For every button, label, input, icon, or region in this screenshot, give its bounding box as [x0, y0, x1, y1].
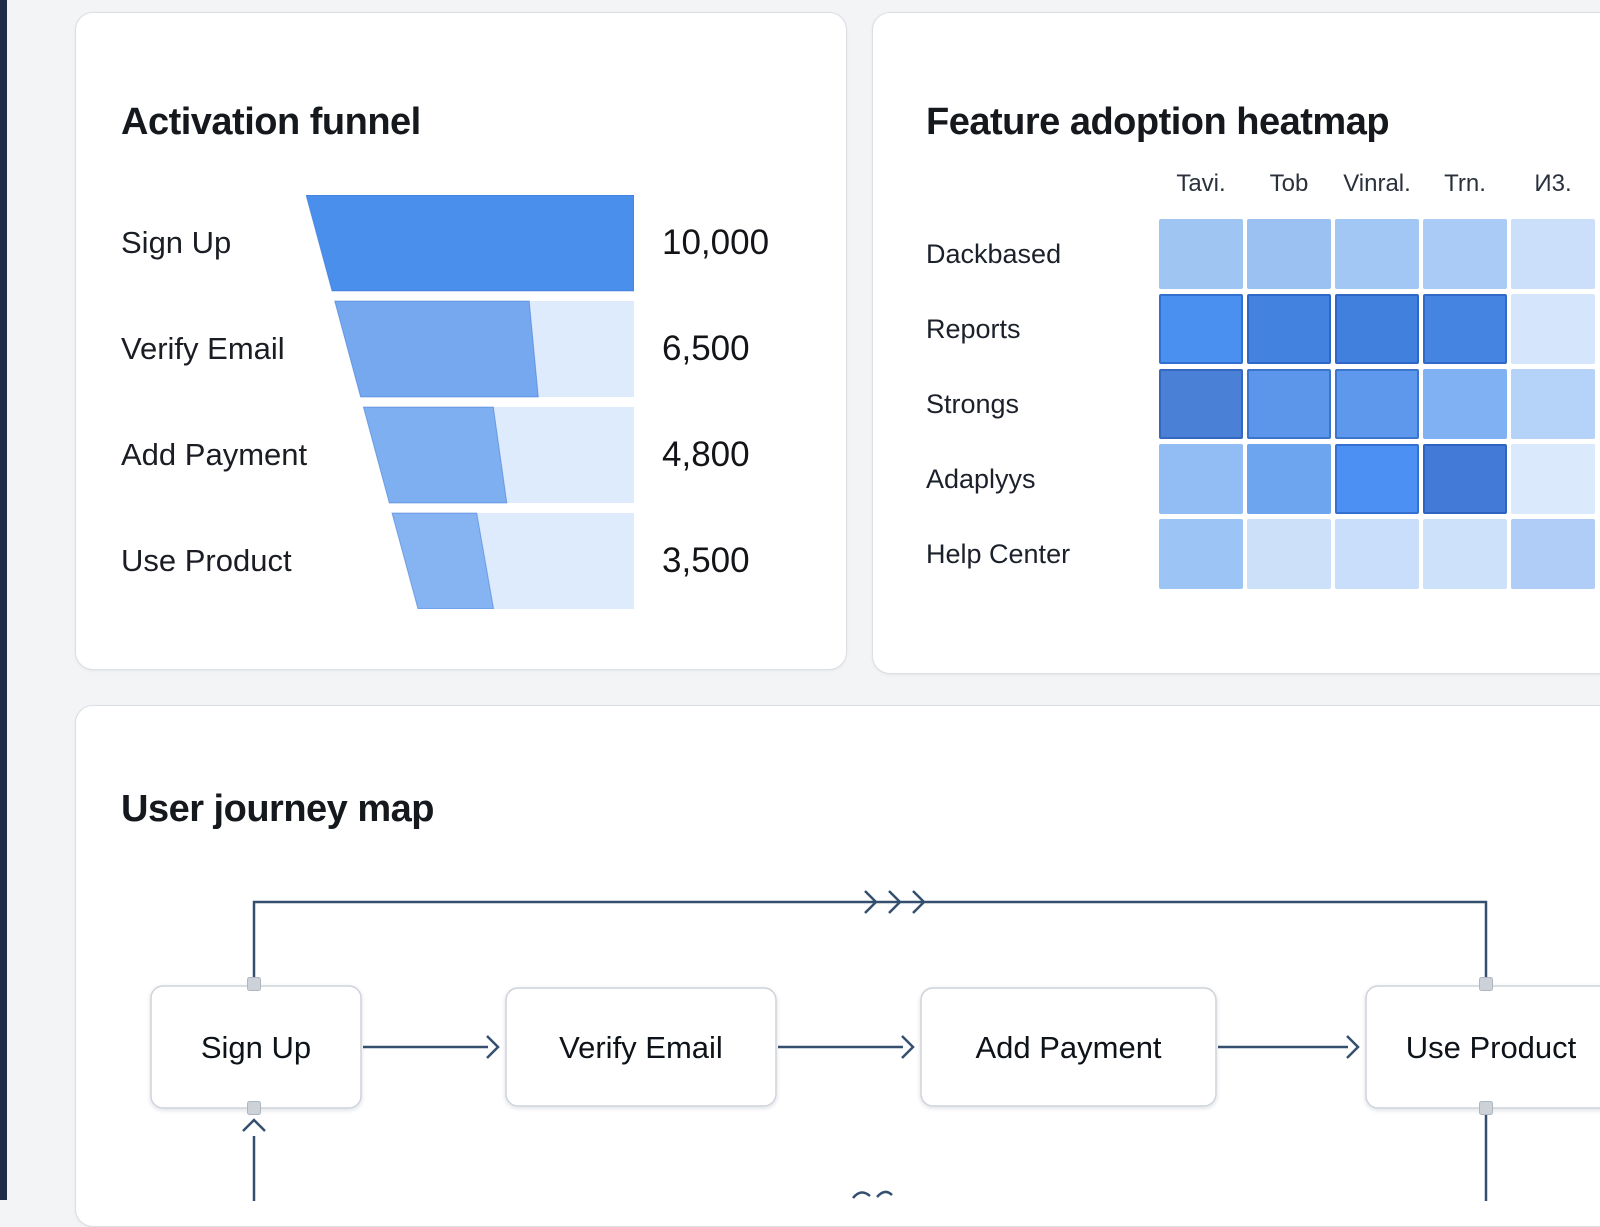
heatmap-card-title: Feature adoption heatmap — [926, 100, 1390, 143]
heatmap-cell — [1423, 444, 1507, 514]
heatmap-cell — [1511, 294, 1595, 364]
heatmap-column-header: Tavi. — [1176, 170, 1226, 197]
heatmap-row-label: Strongs — [926, 389, 1020, 419]
heatmap-cell — [1335, 219, 1419, 289]
funnel-stage-value: 3,500 — [662, 541, 750, 580]
heatmap-cell — [1159, 219, 1243, 289]
connector-handle[interactable] — [1479, 1101, 1493, 1115]
left-edge-bar — [0, 0, 7, 1200]
funnel-stage-value: 4,800 — [662, 435, 750, 474]
heatmap-cell — [1247, 444, 1331, 514]
arrowhead-right-icon — [486, 1035, 500, 1059]
heatmap-column-header: И3. — [1534, 170, 1572, 197]
journey-node-label: Sign Up — [201, 1030, 311, 1065]
connector-handle[interactable] — [247, 977, 261, 991]
heatmap-column-header: Trn. — [1444, 170, 1486, 197]
heatmap-cell — [1159, 444, 1243, 514]
heatmap-cell — [1423, 294, 1507, 364]
heatmap-cell — [1335, 444, 1419, 514]
heatmap-column-header: Vinral. — [1343, 170, 1411, 197]
arrowhead-right-icon — [1346, 1035, 1360, 1059]
heatmap-column-header: Tob — [1269, 170, 1309, 197]
journey-node-handles — [247, 977, 1493, 1115]
journey-node-box[interactable] — [920, 987, 1217, 1107]
heatmap-cell — [1511, 369, 1595, 439]
heatmap-cell — [1159, 519, 1243, 589]
journey-node-label: Use Product — [1406, 1030, 1577, 1065]
funnel-value-segment — [306, 195, 634, 292]
heatmap-cell — [1247, 219, 1331, 289]
heatmap-cell — [1511, 519, 1595, 589]
heatmap-cell — [1335, 369, 1419, 439]
funnel-stage-label: Verify Email — [121, 331, 285, 366]
funnel-stage-value: 10,000 — [662, 223, 770, 262]
journey-diagram: Sign Up Verify Email Add Payment Use Produc… — [150, 890, 1600, 1201]
journey-card-title: User journey map — [121, 787, 435, 830]
funnel-value-segment — [362, 406, 508, 504]
heatmap-row-label: Adaplyys — [926, 464, 1036, 494]
arrowhead-right-icon — [888, 890, 902, 914]
arrowhead-right-icon — [912, 890, 926, 914]
heatmap-cell — [1247, 519, 1331, 589]
heatmap-cell — [1511, 444, 1595, 514]
funnel-chart — [306, 195, 634, 609]
feature-adoption-heatmap-card: Feature adoption heatmap Tavi. Tob Vinral.… — [872, 12, 1600, 674]
funnel-stage-value: 6,500 — [662, 329, 750, 368]
journey-node-label: Verify Email — [559, 1030, 723, 1065]
user-journey-map-card: User journey map Sign Up Verify Email Add … — [75, 705, 1600, 1227]
journey-edges — [242, 890, 1488, 1201]
heatmap-row-label: Reports — [926, 314, 1021, 344]
arrowhead-right-icon — [864, 890, 878, 914]
journey-nodes: Sign Up Verify Email Add Payment Use Produc… — [150, 985, 1600, 1109]
funnel-stage-label: Add Payment — [121, 437, 308, 472]
heatmap-row-label: Help Center — [926, 539, 1071, 569]
heatmap-cell — [1247, 294, 1331, 364]
heatmap-cell — [1159, 294, 1243, 364]
heatmap-cell — [1335, 519, 1419, 589]
arrowhead-up-icon — [242, 1118, 266, 1132]
heatmap-cell — [1511, 219, 1595, 289]
heatmap-cell — [1335, 294, 1419, 364]
cutoff-label-fragment — [852, 1190, 893, 1199]
heatmap-cell — [1423, 219, 1507, 289]
heatmap-cell — [1423, 369, 1507, 439]
funnel-value-segment — [391, 512, 495, 609]
journey-node-label: Add Payment — [975, 1030, 1161, 1065]
heatmap-cell — [1423, 519, 1507, 589]
heatmap-cell — [1247, 369, 1331, 439]
funnel-card-title: Activation funnel — [121, 100, 421, 143]
journey-connector-line — [252, 900, 1488, 984]
connector-handle[interactable] — [1479, 977, 1493, 991]
arrowhead-right-icon — [901, 1035, 915, 1059]
funnel-stage-label: Sign Up — [121, 225, 232, 260]
funnel-value-segment — [334, 300, 539, 398]
heatmap-row-label: Dackbased — [926, 239, 1062, 269]
heatmap-cell — [1159, 369, 1243, 439]
funnel-stage-label: Use Product — [121, 543, 292, 578]
connector-handle[interactable] — [247, 1101, 261, 1115]
journey-node-box[interactable] — [505, 987, 777, 1107]
